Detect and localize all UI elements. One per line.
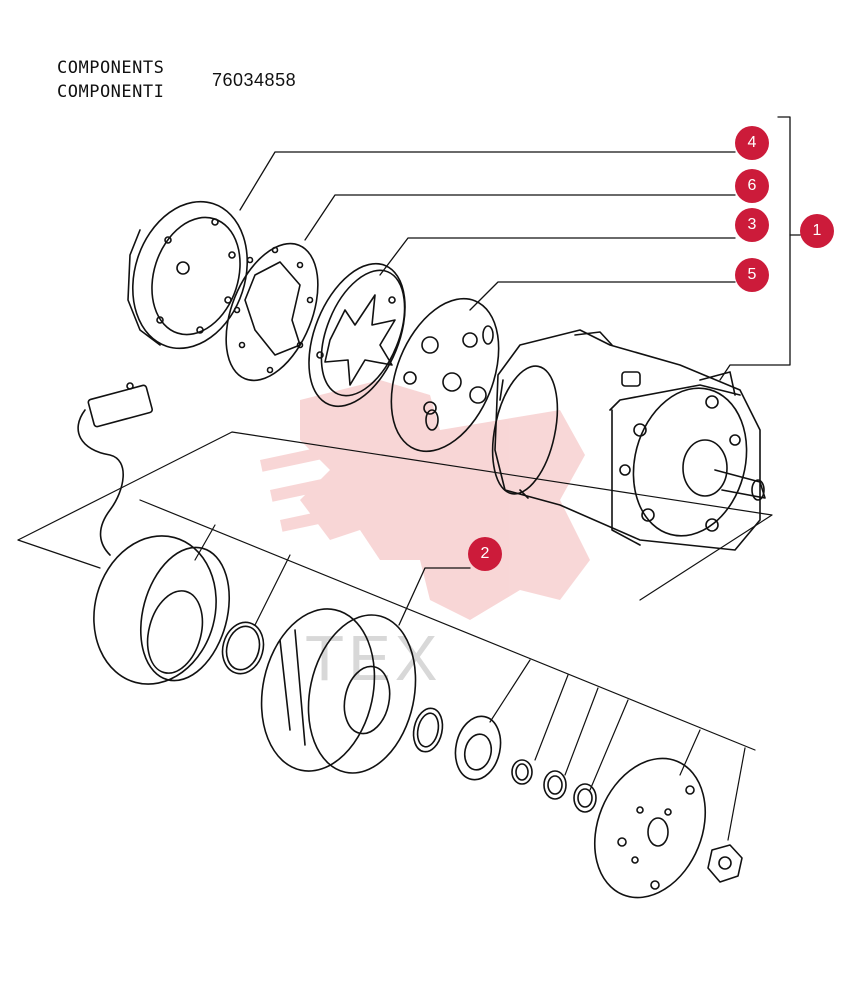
part-2-pulley [260, 608, 417, 774]
part-4-housing [127, 200, 249, 350]
part-2-clutch-coil [93, 535, 231, 685]
part-2-cover [454, 715, 502, 781]
assembly-plane [17, 431, 773, 601]
header-title-it: COMPONENTI [57, 82, 165, 102]
part-2-leaders [139, 499, 756, 841]
callout-5[interactable]: 5 [735, 258, 769, 292]
callout-3[interactable]: 3 [735, 208, 769, 242]
part-2-armature [593, 757, 707, 899]
part-2-snap-ring [221, 621, 265, 675]
wiring-harness [77, 382, 153, 556]
callout-4[interactable]: 4 [735, 126, 769, 160]
leader-lines [239, 116, 801, 626]
part-2-small-snap-ring [412, 707, 444, 753]
callout-2[interactable]: 2 [468, 537, 502, 571]
part-6-plate [225, 242, 319, 382]
part-2-shims [511, 759, 597, 813]
part-number: 76034858 [212, 70, 297, 90]
header-title-en: COMPONENTS [57, 58, 165, 78]
part-1-compressor [491, 329, 766, 551]
callout-1[interactable]: 1 [800, 214, 834, 248]
part-3-disc [308, 262, 406, 408]
part-5-valve-plate [390, 297, 500, 453]
part-2-nut [707, 844, 743, 883]
callout-6[interactable]: 6 [735, 169, 769, 203]
